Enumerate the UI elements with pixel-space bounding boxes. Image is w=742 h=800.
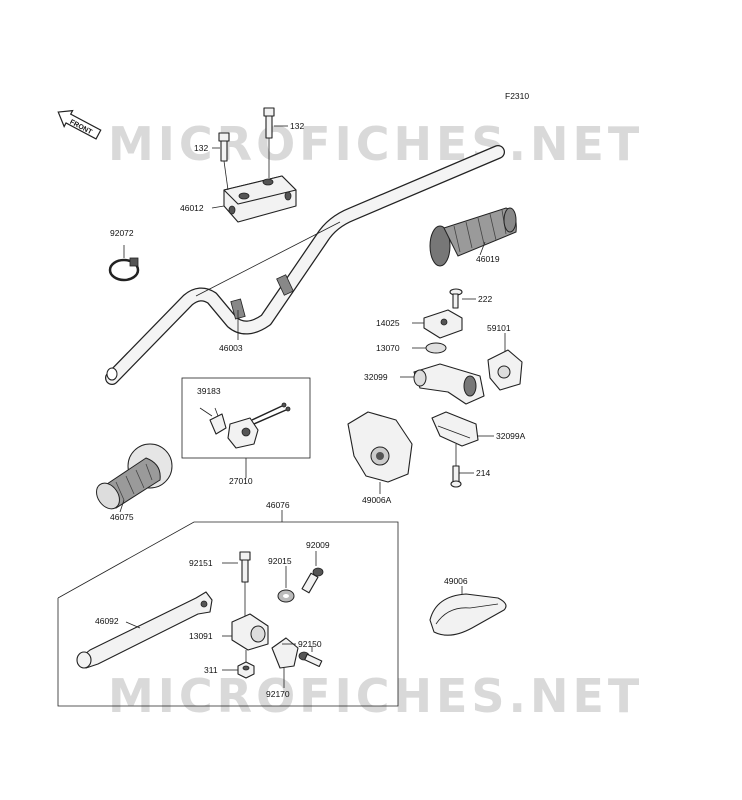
bolt-132-left <box>218 132 230 191</box>
lever-assembly-46076 <box>57 510 399 707</box>
bolt-132-right <box>263 107 275 178</box>
label-92170: 92170 <box>266 689 290 699</box>
watermark-top: MICROFICHES.NET <box>108 117 643 171</box>
cover-49006 <box>429 586 507 636</box>
label-13070: 13070 <box>376 343 400 353</box>
label-59101: 59101 <box>487 323 511 333</box>
label-39183: 39183 <box>197 386 221 396</box>
washer-92015 <box>277 566 295 603</box>
label-222: 222 <box>478 294 492 304</box>
label-46019: 46019 <box>476 254 500 264</box>
label-27010: 27010 <box>229 476 253 486</box>
label-132-left: 132 <box>194 143 208 153</box>
adjuster-92009 <box>301 551 324 594</box>
clamp-46012 <box>223 175 297 223</box>
label-49006a: 49006A <box>362 495 392 505</box>
label-32099a: 32099A <box>496 431 526 441</box>
leader-lines <box>199 125 296 645</box>
label-92151: 92151 <box>189 558 213 568</box>
grip-46019 <box>429 207 517 267</box>
screw-222 <box>449 288 476 309</box>
lever-46092 <box>76 591 213 669</box>
label-92009: 92009 <box>306 540 330 550</box>
label-92072: 92072 <box>110 228 134 238</box>
holder-32099 <box>400 363 485 405</box>
label-214: 214 <box>476 468 490 478</box>
label-46092: 46092 <box>95 616 119 626</box>
watermark-bottom: MICROFICHES.NET <box>108 669 643 723</box>
bolt-92151 <box>222 551 251 620</box>
grip-46075 <box>96 443 173 513</box>
bracket-13091 <box>222 613 269 651</box>
nut-311 <box>222 650 255 679</box>
bolt-92150 <box>298 646 323 668</box>
label-46076: 46076 <box>266 500 290 510</box>
label-46012: 46012 <box>180 203 204 213</box>
cover-49006a <box>347 411 413 494</box>
holder-92170 <box>271 637 299 688</box>
label-132-right: 132 <box>290 121 304 131</box>
plate-14025 <box>412 309 463 339</box>
figure-code: F2310 <box>505 91 529 101</box>
label-49006: 49006 <box>444 576 468 586</box>
label-13091: 13091 <box>189 631 213 641</box>
label-92015: 92015 <box>268 556 292 566</box>
holder-32099a <box>431 411 494 447</box>
screw-214 <box>450 444 474 488</box>
handlebar-46003 <box>105 145 505 385</box>
label-46003: 46003 <box>219 343 243 353</box>
front-arrow-icon: FRONT <box>57 109 102 140</box>
label-311: 311 <box>204 665 218 675</box>
collar-13070 <box>412 342 447 354</box>
switch-assembly-27010 <box>181 377 311 478</box>
part-labels: 132 132 46012 92072 46003 46019 222 1402… <box>95 121 526 699</box>
label-92150: 92150 <box>298 639 322 649</box>
housing-59101 <box>487 333 523 391</box>
label-32099: 32099 <box>364 372 388 382</box>
band-92072 <box>108 245 140 282</box>
label-14025: 14025 <box>376 318 400 328</box>
label-46075: 46075 <box>110 512 134 522</box>
